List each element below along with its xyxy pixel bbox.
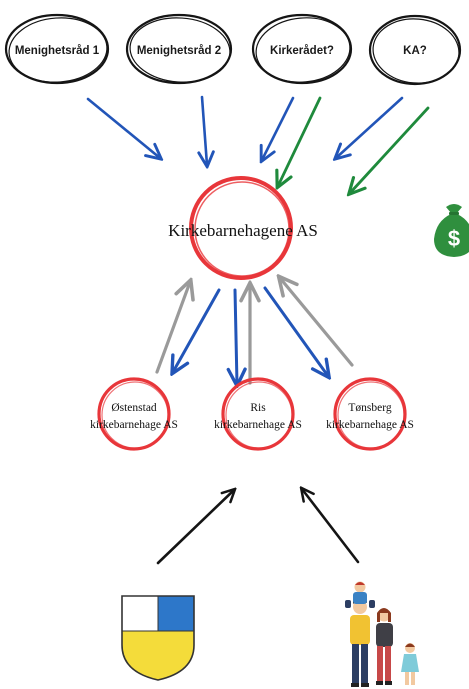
- coat-of-arms-icon: [121, 595, 195, 681]
- kindergarten-type: kirkebarnehage AS: [90, 419, 178, 431]
- kindergarten-type: kirkebarnehage AS: [214, 419, 302, 431]
- blue-arrow: [263, 286, 328, 376]
- green-arrow: [350, 106, 430, 193]
- gray-arrow: [155, 282, 190, 374]
- kindergarten-name: Ris: [250, 402, 266, 414]
- svg-text:$: $: [448, 226, 460, 251]
- top-to-center-arrows: [86, 95, 430, 193]
- gray-arrow: [280, 278, 354, 367]
- kindergarten-type: kirkebarnehage AS: [326, 419, 414, 431]
- kindergarten-ostenstad: Østenstad kirkebarnehage AS: [90, 377, 178, 451]
- family-icon: [345, 581, 419, 687]
- top-node-menighetsrad-1: Menighetsråd 1: [4, 13, 110, 85]
- kindergarten-name: Tønsberg: [348, 402, 391, 414]
- top-node-label: Kirkerådet?: [270, 45, 334, 57]
- blue-arrow: [262, 96, 295, 160]
- top-node-menighetsrad-2: Menighetsråd 2: [125, 13, 233, 85]
- center-node-label: Kirkebarnehagene AS: [168, 221, 318, 240]
- center-kindergarten-arrows: [155, 278, 354, 384]
- blue-arrow: [86, 97, 160, 158]
- kindergarten-ris: Ris kirkebarnehage AS: [214, 377, 302, 451]
- blue-arrow: [173, 288, 221, 372]
- black-arrow: [302, 489, 360, 564]
- green-arrow: [278, 96, 322, 186]
- money-bag-icon: $: [434, 204, 469, 257]
- black-arrow: [156, 490, 234, 565]
- blue-arrow: [336, 96, 404, 158]
- top-node-ka: KA?: [368, 14, 462, 86]
- center-node-kirkebarnehagene: Kirkebarnehagene AS: [168, 176, 318, 280]
- top-node-kirkeradet: Kirkerådet?: [251, 13, 353, 85]
- top-node-label: Menighetsråd 2: [137, 45, 221, 57]
- blue-arrow: [202, 95, 207, 165]
- bottom-arrows: [156, 489, 360, 565]
- kindergarten-name: Østenstad: [111, 402, 157, 414]
- top-node-label: KA?: [403, 45, 427, 57]
- blue-arrow: [235, 288, 237, 384]
- top-node-label: Menighetsråd 1: [15, 45, 100, 57]
- kindergarten-tonsberg: Tønsberg kirkebarnehage AS: [326, 377, 414, 451]
